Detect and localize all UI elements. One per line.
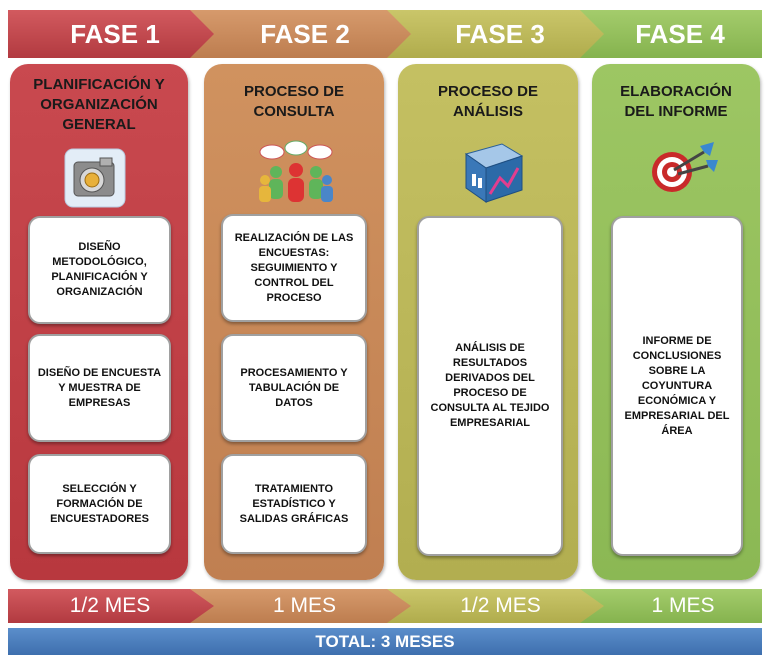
total-duration-label: TOTAL: 3 MESES [315, 631, 455, 651]
phase-2-task-statistical-treatment: TRATAMIENTO ESTADÍSTICO Y SALIDAS GRÁFIC… [221, 454, 367, 554]
target-darts-icon [648, 138, 720, 196]
phase-1-heading: PLANIFICACIÓN Y ORGANIZACIÓN GENERAL [33, 76, 165, 133]
phase-4-header-chevron [580, 10, 762, 58]
phase-1-title: FASE 1 [70, 18, 160, 49]
people-discussion-icon [256, 140, 336, 206]
phase-3-heading: PROCESO DE ANÁLISIS [437, 83, 539, 120]
total-bar [8, 628, 762, 655]
phase-2-heading: PROCESO DE CONSULTA [243, 83, 345, 120]
camera-gear-icon [62, 146, 128, 210]
phase-2-task-survey-execution: REALIZACIÓN DE LAS ENCUESTAS: SEGUIMIENT… [221, 214, 367, 322]
phase-3-task-analysis: ANÁLISIS DE RESULTADOS DERIVADOS DEL PRO… [417, 216, 563, 556]
phase-1-duration-chevron [8, 589, 216, 623]
phase-2-duration-chevron [190, 589, 413, 623]
phase-2-title: FASE 2 [260, 18, 350, 49]
phase-1-task-interviewer-training: SELECCIÓN Y FORMACIÓN DE ENCUESTADORES [28, 454, 171, 554]
phase-2-task-data-processing: PROCESAMIENTO Y TABULACIÓN DE DATOS [221, 334, 367, 442]
phase-3-duration: 1/2 MES [460, 594, 541, 617]
phase-1-task-methodology: DISEÑO METODOLÓGICO, PLANIFICACIÓN Y ORG… [28, 216, 171, 324]
phase-4-duration: 1 MES [651, 594, 715, 617]
phase-4-title: FASE 4 [635, 18, 725, 49]
phase-4-duration-chevron [580, 589, 762, 623]
phase-1-task-survey-design: DISEÑO DE ENCUESTA Y MUESTRA DE EMPRESAS [28, 334, 171, 442]
phase-4-heading: ELABORACIÓN DEL INFORME [620, 83, 732, 120]
phase-4-task-report: INFORME DE CONCLUSIONES SOBRE LA COYUNTU… [611, 216, 743, 556]
phase-3-title: FASE 3 [455, 18, 545, 49]
phase-1-duration: 1/2 MES [69, 594, 151, 617]
phase-2-duration: 1 MES [272, 594, 337, 617]
phase-2-header-chevron [190, 10, 413, 58]
chart-cube-icon [456, 138, 528, 206]
phase-3-header-chevron [387, 10, 606, 58]
phase-1-header-chevron [8, 10, 216, 58]
phase-3-duration-chevron [387, 589, 606, 623]
